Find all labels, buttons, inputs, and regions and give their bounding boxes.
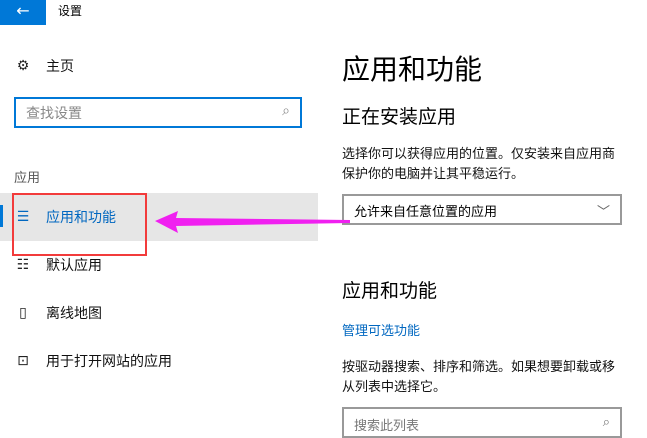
sidebar-item-label: 应用和功能 [46, 210, 116, 226]
install-description: 选择你可以获得应用的位置。仅安装来自应用商 [342, 147, 616, 162]
install-source-dropdown[interactable]: 允许来自任意位置的应用 ﹀ [342, 194, 622, 225]
settings-search-input[interactable]: 查找设置 ⌕ [14, 97, 302, 128]
sidebar-item-offline-maps[interactable]: ▯ 离线地图 [0, 289, 318, 337]
search-icon: ⌕ [282, 103, 290, 119]
chevron-down-icon: ﹀ [596, 205, 610, 220]
sidebar-item-label: 离线地图 [46, 306, 102, 322]
open-web-icon: ⊡ [17, 353, 29, 369]
selection-indicator [0, 205, 3, 227]
sidebar-item-web-apps[interactable]: ⊡ 用于打开网站的应用 [0, 337, 318, 385]
gear-icon: ⚙ [16, 58, 30, 74]
apps-heading: 应用和功能 [342, 280, 438, 302]
default-apps-icon: ☷ [16, 257, 30, 273]
search-icon: ⌕ [602, 415, 610, 430]
install-description-2: 保护你的电脑并让其平稳运行。 [342, 167, 525, 182]
sidebar-item-home[interactable]: ⚙ 主页 [0, 42, 318, 90]
highlight-box [12, 193, 147, 256]
sidebar-item-label: 默认应用 [46, 258, 102, 274]
search-placeholder: 查找设置 [26, 106, 82, 122]
sidebar-item-apps-features[interactable]: ☰ 应用和功能 [0, 193, 318, 241]
section-label: 应用 [14, 171, 41, 186]
sidebar-item-default-apps[interactable]: ☷ 默认应用 [0, 241, 318, 289]
list-search-input[interactable]: 搜索此列表 ⌕ [342, 407, 622, 438]
apps-description: 按驱动器搜索、排序和筛选。如果想要卸载或移 [342, 360, 616, 375]
sidebar-item-label: 用于打开网站的应用 [46, 354, 172, 370]
window-title: 设置 [58, 4, 83, 18]
back-button[interactable]: ← [0, 0, 46, 25]
page-title: 应用和功能 [342, 53, 483, 86]
arrow-shape [155, 211, 350, 233]
arrow-left-icon: ← [16, 1, 30, 20]
manage-optional-features-link[interactable]: 管理可选功能 [342, 324, 421, 339]
install-heading: 正在安装应用 [342, 106, 457, 128]
search-placeholder: 搜索此列表 [354, 419, 420, 434]
apps-description-2: 从列表中选择它。 [342, 380, 447, 395]
list-icon: ☰ [16, 209, 30, 225]
dropdown-value: 允许来自任意位置的应用 [354, 205, 498, 220]
annotation-arrow [155, 211, 350, 233]
sidebar-item-label: 主页 [46, 59, 74, 75]
map-download-icon: ▯ [19, 305, 27, 321]
